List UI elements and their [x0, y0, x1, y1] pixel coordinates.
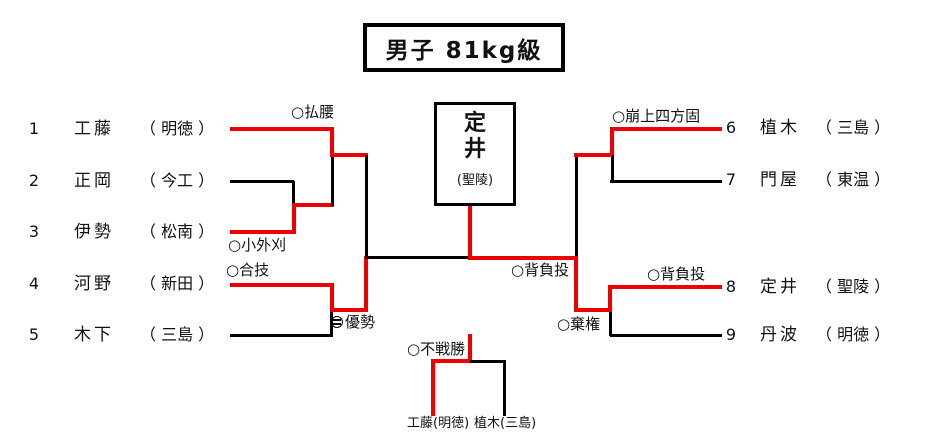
bracket-line-winner: [468, 206, 472, 259]
entry-seed: 4: [28, 274, 40, 293]
technique-label-yusei: 優勢: [331, 313, 375, 331]
technique-label-kuzure-kami-shiho-gatame: ○崩上四方固: [612, 107, 701, 125]
bracket-line: [365, 155, 368, 259]
bracket-line-winner: [608, 285, 722, 289]
bracket-line-winner: [230, 230, 294, 234]
bracket-line-winner: [230, 283, 334, 287]
champion-name-char: 定: [463, 111, 486, 136]
bracket-line-winner: [610, 127, 722, 131]
bracket-line-winner: [610, 127, 614, 157]
bracket-line-winner: [468, 334, 472, 362]
bracket-line-winner: [608, 285, 612, 312]
champion-box: 定 井 (聖陵): [434, 102, 516, 206]
bracket-line: [230, 334, 333, 337]
bracket-line: [575, 155, 578, 259]
technique-label-gogi: ○合技: [226, 261, 270, 279]
bracket-line-winner: [431, 359, 435, 416]
champion-school: (聖陵): [456, 173, 494, 188]
entry-school: （ 明徳 ）: [140, 119, 215, 138]
bracket-line-winner: [574, 153, 612, 157]
entry-name: 河野: [74, 274, 114, 294]
technique-label-kiken: ○棄権: [557, 315, 601, 333]
entry-school: （ 今工 ）: [140, 171, 215, 190]
bracket-line-winner: [330, 127, 334, 157]
entry-name: 丹波: [760, 325, 800, 345]
page-title: 男子 81kg級: [385, 37, 543, 64]
champion-name-char: 井: [463, 137, 486, 162]
bracket-line-winner: [292, 203, 296, 234]
bracket-line: [503, 360, 506, 416]
bracket-line-winner: [574, 256, 578, 312]
entry-name: 植木: [760, 118, 800, 138]
entry-school: （ 東温 ）: [816, 170, 891, 189]
bracket-line: [610, 180, 722, 183]
bracket-line-winner: [574, 308, 612, 312]
entry-seed: 9: [725, 325, 737, 344]
technique-label-fusen-sho: ○不戦勝: [407, 340, 466, 358]
entry-name: 門屋: [760, 170, 800, 190]
bracket-line-winner: [292, 203, 334, 207]
entry-school: （ 三島 ）: [140, 325, 215, 344]
entry-name: 伊勢: [74, 222, 114, 242]
technique-label-text: 優勢: [345, 313, 376, 331]
technique-label-harai-goshi: ○払腰: [291, 103, 335, 121]
circled-equals-icon: [331, 316, 343, 328]
bracket-line: [611, 155, 614, 182]
entry-seed: 7: [725, 170, 737, 189]
bracket-line-winner: [330, 308, 368, 312]
bracket-line-winner: [330, 153, 368, 157]
entry-name: 正岡: [74, 171, 114, 191]
entry-name: 木下: [74, 325, 114, 345]
entry-seed: 6: [725, 118, 737, 137]
third-place-right-name: 植木(三島): [474, 416, 537, 431]
bracket-line: [230, 180, 294, 183]
technique-label-seoi-nage-final: ○背負投: [511, 261, 570, 279]
technique-label-seoi-nage-right: ○背負投: [647, 265, 706, 283]
entry-school: （ 三島 ）: [816, 118, 891, 137]
third-place-left-name: 工藤(明徳): [407, 416, 470, 431]
entry-name: 工藤: [74, 119, 114, 139]
technique-label-ko-soto-gari: ○小外刈: [228, 236, 287, 254]
entry-name: 定井: [760, 277, 800, 297]
bracket-line-winner: [330, 285, 334, 312]
bracket-line-winner: [468, 256, 576, 260]
entry-seed: 2: [28, 171, 40, 190]
entry-seed: 8: [725, 277, 737, 296]
entry-seed: 1: [28, 119, 40, 138]
entry-seed: 3: [28, 222, 40, 241]
bracket-line: [610, 334, 722, 337]
title-box: 男子 81kg級: [363, 23, 565, 72]
bracket-line: [470, 360, 506, 363]
bracket-line-winner: [230, 127, 334, 131]
bracket-line: [609, 310, 612, 336]
bracket-line-winner: [431, 359, 472, 363]
entry-school: （ 新田 ）: [140, 274, 215, 293]
entry-school: （ 明徳 ）: [816, 325, 891, 344]
bracket-line: [292, 181, 295, 207]
bracket-line: [365, 256, 470, 259]
entry-seed: 5: [28, 325, 40, 344]
bracket-line: [331, 155, 334, 206]
entry-school: （ 松南 ）: [140, 222, 215, 241]
bracket-line-winner: [364, 256, 368, 312]
entry-school: （ 聖陵 ）: [816, 277, 891, 296]
